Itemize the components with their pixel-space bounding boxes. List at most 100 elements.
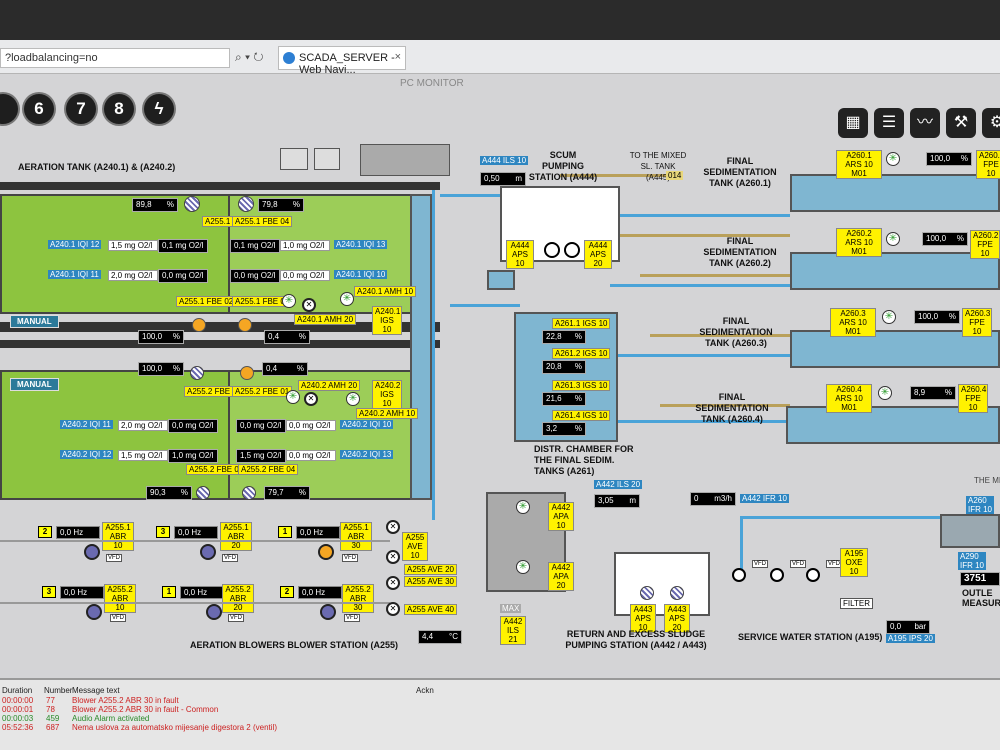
aps20-tag: A444 APS 20 <box>584 240 612 269</box>
ars-value: 100,0% <box>922 232 968 246</box>
col-duration[interactable]: Duration <box>2 686 33 695</box>
oxy-reading: 0,0 mg O2/l <box>286 450 336 461</box>
oxy-setpoint: 0,0 mg O2/l <box>230 269 280 283</box>
network-icon[interactable]: ▦ <box>838 108 868 138</box>
valve-icon[interactable] <box>196 486 210 500</box>
blower-priority: 3 <box>156 526 170 538</box>
screw-pump-icon[interactable]: ✳ <box>516 560 530 574</box>
manual-badge-1[interactable]: MANUAL <box>10 315 59 328</box>
valve-icon[interactable] <box>238 318 252 332</box>
ars-value: 8,9% <box>910 386 956 400</box>
pump-icon[interactable] <box>564 242 580 258</box>
blower-icon[interactable] <box>86 604 102 620</box>
blower-icon[interactable] <box>200 544 216 560</box>
blower-icon-fault[interactable] <box>318 544 334 560</box>
col-ackn[interactable]: Ackn <box>416 686 434 695</box>
valve-icon[interactable] <box>190 366 204 380</box>
tools-icon[interactable]: ⚒ <box>946 108 976 138</box>
trend-icon[interactable]: 〰 <box>910 108 940 138</box>
pump-icon[interactable]: ✳ <box>882 310 896 324</box>
sludge-title: RETURN AND EXCESS SLUDGE PUMPING STATION… <box>565 629 707 650</box>
blower-icon[interactable] <box>84 544 100 560</box>
mixer-icon[interactable]: ✳ <box>346 392 360 406</box>
scum-title: SCUM PUMPING STATION (A444) <box>528 150 598 182</box>
browser-tab[interactable]: SCADA_SERVER - Web Navi... × <box>278 46 406 76</box>
pipe <box>610 354 790 357</box>
col-message[interactable]: Message text <box>72 686 120 695</box>
manual-badge-2[interactable]: MANUAL <box>10 378 59 391</box>
blower-icon[interactable] <box>320 604 336 620</box>
screw-pump-icon[interactable]: ✳ <box>516 500 530 514</box>
valve-value: 100,0% <box>138 362 184 376</box>
settings-icon[interactable]: ⚙ <box>982 108 1000 138</box>
fan-icon[interactable]: ✕ <box>302 298 316 312</box>
pump-icon[interactable] <box>770 568 784 582</box>
ave-fan-icon[interactable]: ✕ <box>386 602 400 616</box>
pump-icon[interactable]: ✳ <box>886 232 900 246</box>
col-number[interactable]: Number <box>44 686 73 695</box>
oxe-tag: A195 OXE 10 <box>840 548 868 577</box>
final-title-2: FINAL SEDIMENTATION TANK (A260.2) <box>703 236 777 268</box>
blower-hz: 0,0 Hz <box>296 526 340 539</box>
ifr-a290-tag: A290 IFR 10 <box>958 552 986 570</box>
ars-tag: A260.2 ARS 10 M01 <box>836 228 882 257</box>
nav-button-8[interactable]: 8 <box>104 94 134 124</box>
oxy-reading: 0,0 mg O2/l <box>280 270 330 281</box>
mixer-icon[interactable]: ✳ <box>286 390 300 404</box>
ars-value: 100,0% <box>914 310 960 324</box>
pump-icon[interactable] <box>670 586 684 600</box>
pump-icon[interactable] <box>544 242 560 258</box>
ifr-tag: A442 IFR 10 <box>740 494 789 503</box>
ave10-tag: A255 AVE 10 <box>402 532 428 561</box>
fan-icon[interactable]: ✕ <box>304 392 318 406</box>
pump-icon[interactable] <box>732 568 746 582</box>
valve-icon[interactable] <box>184 196 200 212</box>
temperature: 4,4°C <box>418 630 462 644</box>
valve-icon[interactable] <box>238 196 254 212</box>
valve-value: 79,7% <box>264 486 310 500</box>
alarm-list[interactable]: Duration Number Message text Ackn 00:00:… <box>0 678 1000 750</box>
final-title-4: FINAL SEDIMENTATION TANK (A260.4) <box>695 392 769 424</box>
abr-tag: A255.2 ABR 20 <box>222 584 254 613</box>
pump-icon[interactable]: ✳ <box>878 386 892 400</box>
valve-icon[interactable] <box>192 318 206 332</box>
nav-button-5[interactable] <box>0 94 18 124</box>
nav-button-6[interactable]: 6 <box>24 94 54 124</box>
valve-icon[interactable] <box>242 486 256 500</box>
oxy-tag: A240.1 IQI 12 <box>48 240 102 249</box>
nav-button-7[interactable]: 7 <box>66 94 96 124</box>
igs-tag: A261.2 IGS 10 <box>552 348 611 359</box>
ave-fan-icon[interactable]: ✕ <box>386 576 400 590</box>
max-label: MAX <box>500 604 522 613</box>
list-icon[interactable]: ☰ <box>874 108 904 138</box>
search-refresh-icons[interactable]: ⌕ ▾ ↻ <box>235 50 264 64</box>
ave-fan-icon[interactable]: ✕ <box>386 550 400 564</box>
fpe-tag: A260.1 FPE 10 <box>976 150 1000 179</box>
valve-value: 79,8% <box>258 198 304 212</box>
close-tab-icon[interactable]: × <box>394 51 401 63</box>
oxy-reading: 1,5 mg O2/l <box>118 450 168 461</box>
pipe <box>610 420 790 423</box>
mixer-icon[interactable]: ✳ <box>282 294 296 308</box>
oxy-setpoint: 1,0 mg O2/l <box>168 449 218 463</box>
valve-icon[interactable] <box>240 366 254 380</box>
pump-icon[interactable]: ✳ <box>886 152 900 166</box>
pump-icon[interactable] <box>806 568 820 582</box>
address-bar[interactable]: ?loadbalancing=no <box>0 48 230 68</box>
fpe-tag: A260.3 FPE 10 <box>962 308 992 337</box>
pump-icon[interactable] <box>640 586 654 600</box>
valve-value: 0,4% <box>264 330 310 344</box>
valve-value: 90,3% <box>146 486 192 500</box>
sludge-pipe <box>660 404 790 407</box>
blower-station-title: AERATION BLOWERS BLOWER STATION (A255) <box>190 640 398 650</box>
ars-tag: A260.3 ARS 10 M01 <box>830 308 876 337</box>
lightning-icon[interactable]: ϟ <box>144 94 174 124</box>
mixer-icon[interactable]: ✳ <box>340 292 354 306</box>
ave-fan-icon[interactable]: ✕ <box>386 520 400 534</box>
vfd-label: VFD <box>222 554 238 562</box>
blower-icon[interactable] <box>206 604 222 620</box>
sludge-pipe <box>650 334 790 337</box>
pipe <box>432 190 435 520</box>
